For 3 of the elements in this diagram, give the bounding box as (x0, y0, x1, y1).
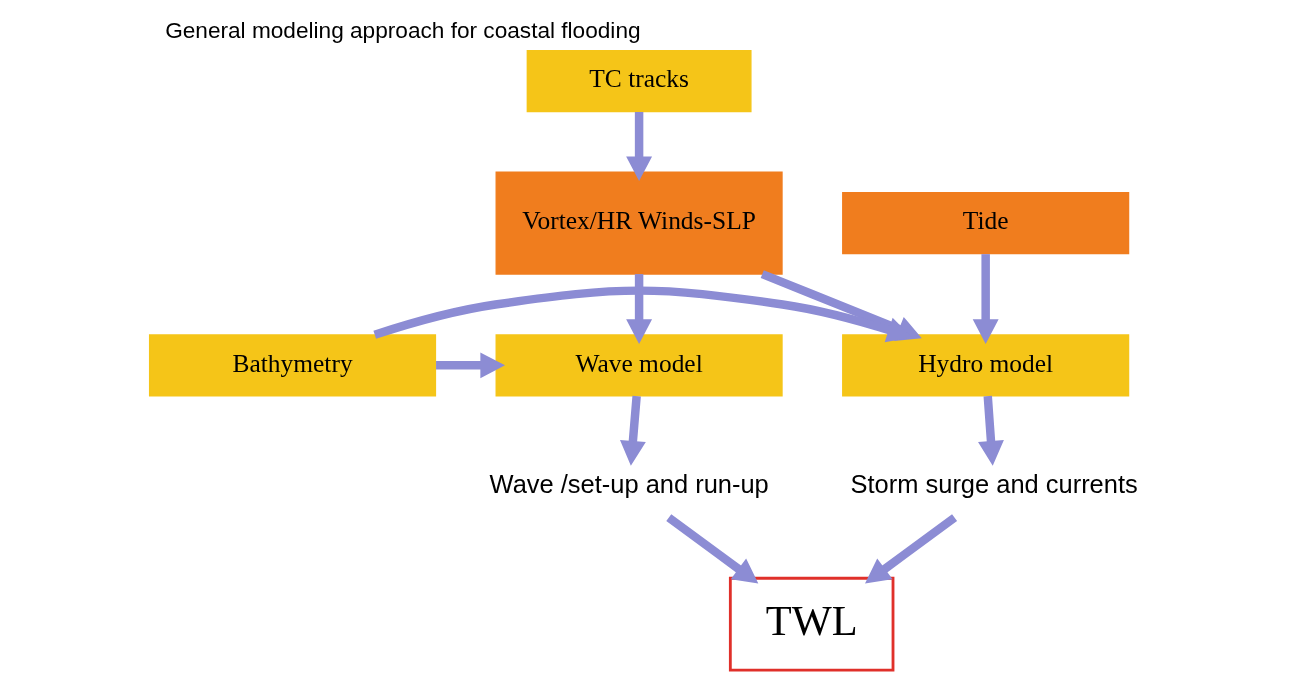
diagram-title: General modeling approach for coastal flooding (164, 17, 641, 43)
node-text: Wave /set-up and run-up (489, 470, 769, 499)
node-text: Storm surge and currents (850, 470, 1138, 499)
